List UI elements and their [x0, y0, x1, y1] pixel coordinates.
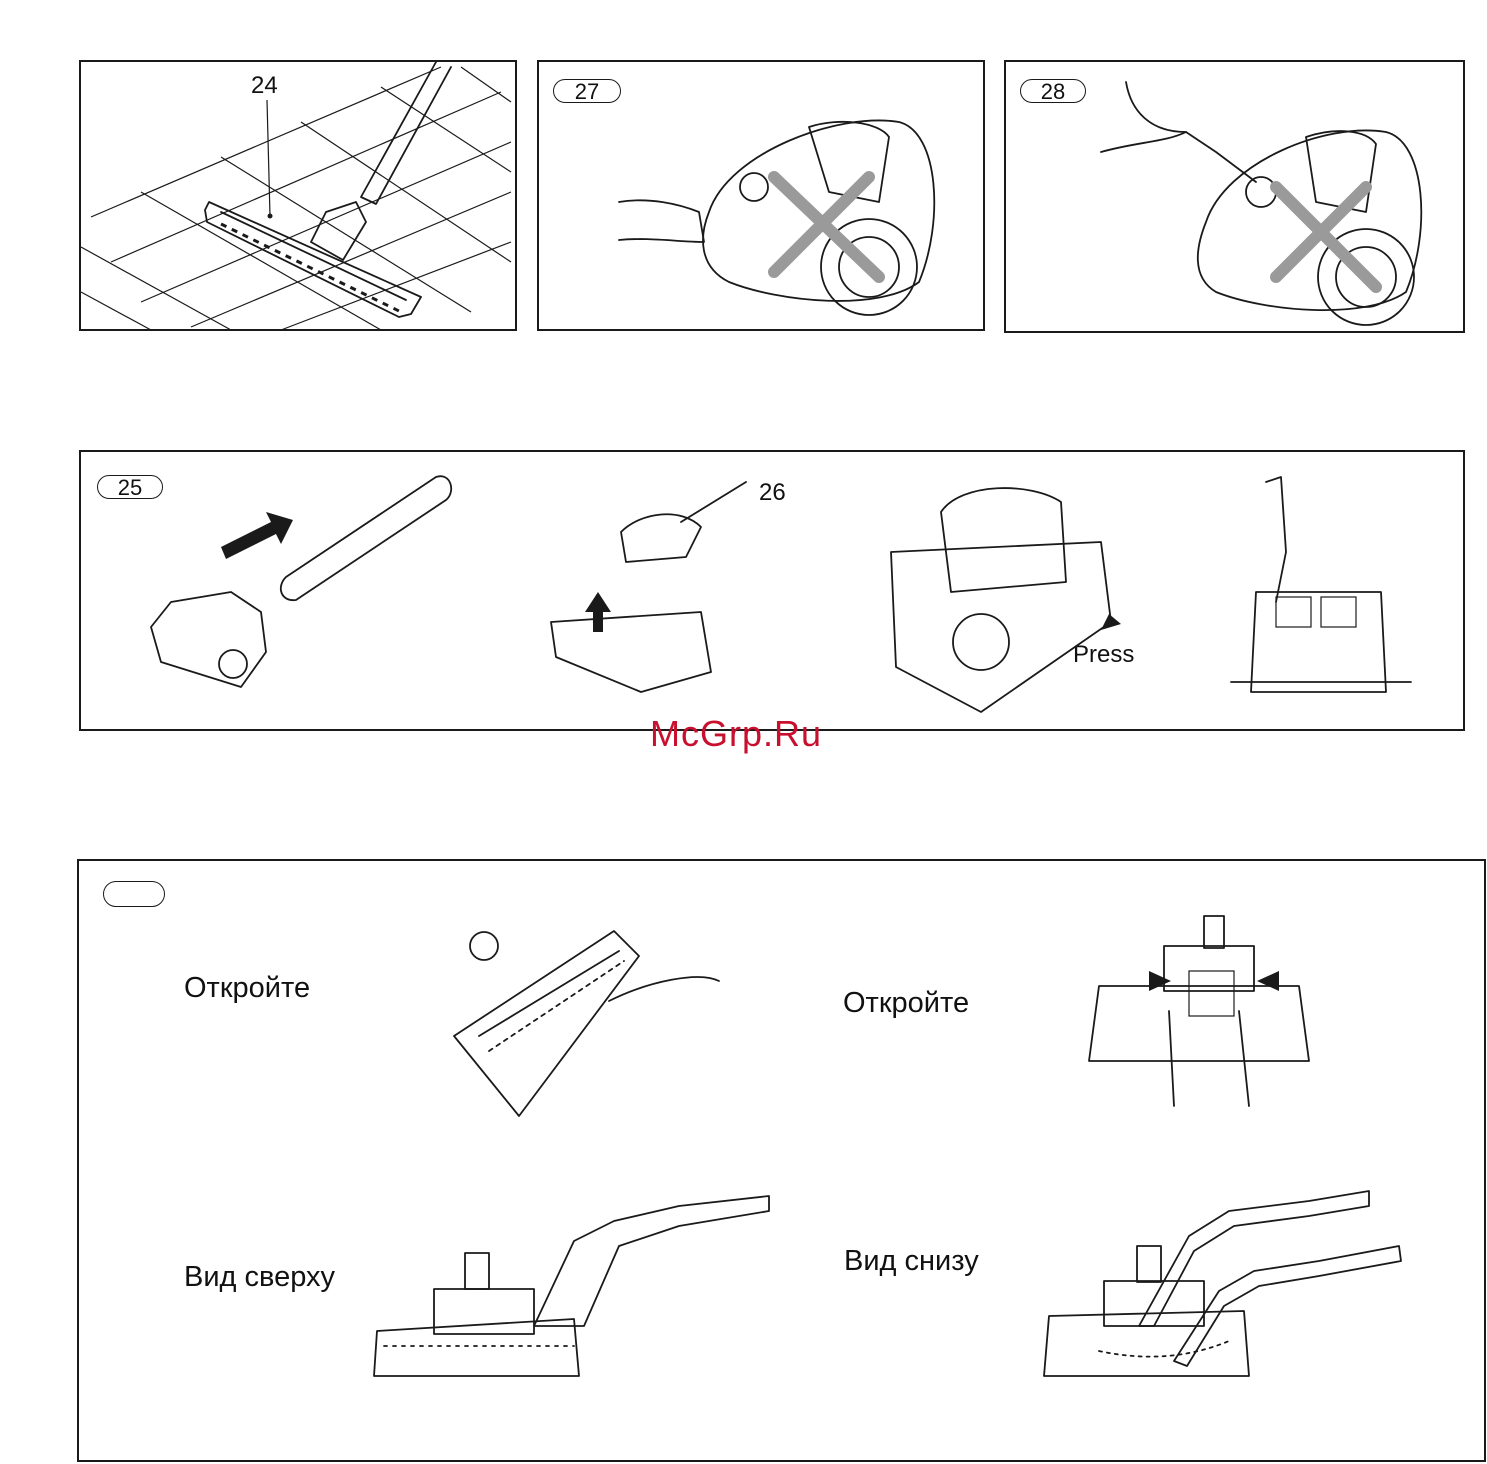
turbo-brush-steps-illustration	[81, 452, 1467, 733]
floor-nozzle-illustration	[81, 62, 519, 333]
watermark: McGrp.Ru	[650, 713, 822, 755]
callout-24: 24	[251, 74, 278, 98]
vacuum-hose-illustration	[1006, 62, 1467, 335]
vacuum-body-illustration	[539, 62, 987, 333]
figure-28-panel: 28	[1004, 60, 1465, 333]
figure-25-panel: 25 26 Press	[79, 450, 1465, 731]
nozzle-cleaning-illustrations	[79, 861, 1487, 1464]
figure-27-panel: 27	[537, 60, 985, 331]
turbo-nozzle-cleaning-panel: Откройте Откройте Вид сверху Вид снизу	[77, 859, 1486, 1462]
figure-floor-nozzle-panel: 24	[79, 60, 517, 331]
